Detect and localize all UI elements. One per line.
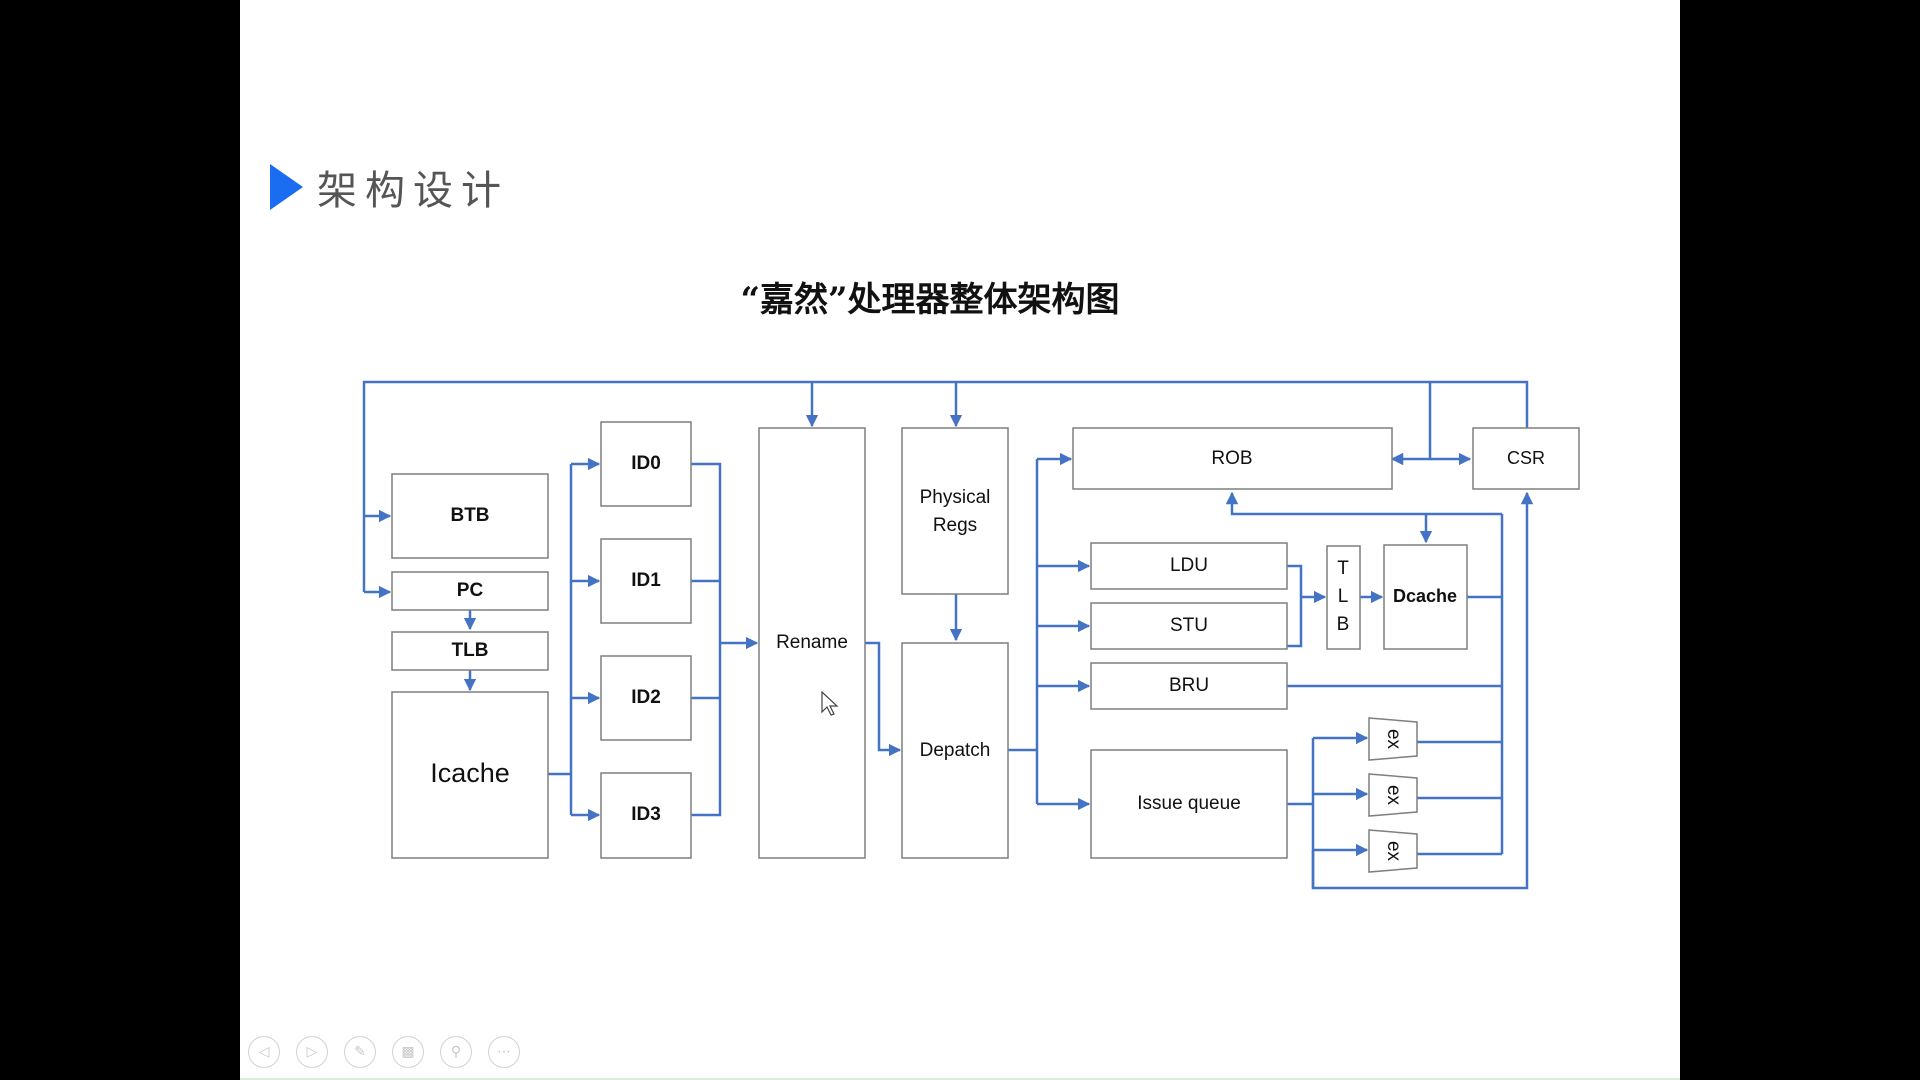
top-bus-wire: [362, 380, 1529, 592]
slideshow-toolbar: ◁ ▷ ✎ ▩ ⚲ ⋯: [248, 1036, 520, 1068]
bus-to-rob-arrow: [1390, 382, 1432, 466]
lsu-merge-wire: [1287, 564, 1303, 648]
block-ex2: ex: [1368, 773, 1418, 817]
btb-label: BTB: [450, 505, 489, 526]
pc-label: PC: [457, 580, 484, 601]
block-depatch: Depatch: [901, 642, 1009, 859]
depatch-label: Depatch: [920, 740, 991, 761]
block-rename: Rename: [758, 427, 866, 859]
block-ex1: ex: [1368, 717, 1418, 761]
block-rob: ROB: [1072, 427, 1393, 490]
rename-label: Rename: [776, 632, 848, 653]
block-csr: CSR: [1472, 427, 1580, 490]
section-header: 架构设计: [270, 162, 509, 214]
slide-bottom-border: [240, 1078, 1680, 1080]
writeback-to-rob-arrow: [1225, 491, 1502, 516]
issue-queue-label: Issue queue: [1137, 793, 1241, 814]
block-tlb-back: T L B: [1326, 545, 1361, 650]
physical-regs-label-line2: Regs: [933, 515, 977, 536]
block-ex3: ex: [1368, 829, 1418, 873]
id2-label: ID2: [631, 687, 661, 708]
zoom-icon[interactable]: ⚲: [440, 1036, 472, 1068]
csr-label: CSR: [1507, 448, 1545, 468]
wires: [362, 380, 1534, 890]
block-btb: BTB: [391, 473, 549, 559]
tlb-back-label-t: T: [1337, 558, 1349, 579]
icache-label: Icache: [430, 758, 510, 788]
block-id3: ID3: [600, 772, 692, 859]
block-icache: Icache: [391, 691, 549, 859]
id1-label: ID1: [631, 570, 661, 591]
rob-label: ROB: [1211, 448, 1252, 469]
pen-icon[interactable]: ✎: [344, 1036, 376, 1068]
ex1-label: ex: [1383, 729, 1404, 750]
ex3-label: ex: [1383, 841, 1404, 862]
id-merge-wire: [691, 462, 722, 817]
block-stu: STU: [1090, 602, 1288, 650]
block-id2: ID2: [600, 655, 692, 741]
prev-icon[interactable]: ◁: [248, 1036, 280, 1068]
bru-label: BRU: [1169, 675, 1209, 696]
play-triangle-icon: [270, 164, 303, 210]
ldu-label: LDU: [1170, 555, 1208, 576]
id3-label: ID3: [631, 804, 661, 825]
block-dcache: Dcache: [1383, 544, 1468, 650]
tlb-back-label-b: B: [1337, 614, 1350, 635]
tlb-back-label-l: L: [1338, 586, 1349, 607]
block-pc: PC: [391, 571, 549, 611]
architecture-diagram: BTB PC TLB Icache ID0 ID1 ID2 ID3: [362, 380, 1580, 890]
more-icon[interactable]: ⋯: [488, 1036, 520, 1068]
block-ldu: LDU: [1090, 542, 1288, 590]
block-issue-queue: Issue queue: [1090, 749, 1288, 859]
mouse-cursor-icon: [821, 690, 839, 716]
stu-label: STU: [1170, 615, 1208, 636]
tlb-front-label: TLB: [452, 640, 489, 661]
block-bru: BRU: [1090, 662, 1288, 710]
block-physical-regs: Physical Regs: [901, 427, 1009, 595]
block-id0: ID0: [600, 421, 692, 507]
rename-to-depatch-arrow: [865, 641, 902, 757]
slides-icon[interactable]: ▩: [392, 1036, 424, 1068]
dcache-label: Dcache: [1393, 586, 1457, 606]
block-tlb-front: TLB: [391, 631, 549, 671]
next-icon[interactable]: ▷: [296, 1036, 328, 1068]
physical-regs-label-line1: Physical: [920, 487, 991, 508]
slide: 架构设计 “嘉然”处理器整体架构图: [240, 0, 1680, 1080]
block-id1: ID1: [600, 538, 692, 624]
id0-label: ID0: [631, 453, 661, 474]
csr-feedback-arrow: [1311, 491, 1534, 890]
section-title: 架构设计: [317, 168, 509, 214]
ex2-label: ex: [1383, 785, 1404, 806]
diagram-title: “嘉然”处理器整体架构图: [740, 280, 1120, 320]
